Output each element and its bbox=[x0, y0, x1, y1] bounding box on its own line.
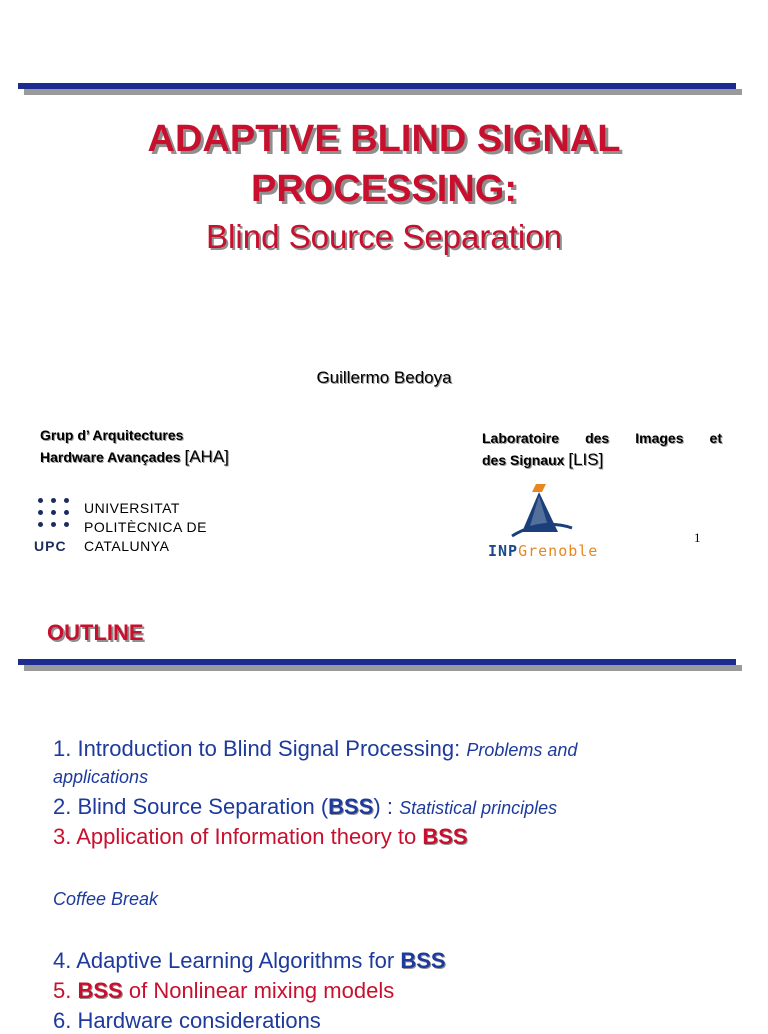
outline-item-2-note: Statistical principles bbox=[399, 798, 558, 818]
outline-item-4-bss: BSS bbox=[400, 948, 446, 973]
right-group-tag: [LIS] bbox=[568, 450, 604, 469]
outline-item-2-close: ) : bbox=[373, 794, 393, 819]
outline-item-5-num: 5. bbox=[53, 978, 72, 1003]
inp-grenoble-logo-icon bbox=[511, 484, 573, 538]
left-group-line-1: Grup d’ Arquitectures bbox=[40, 427, 184, 443]
outline-item-1-continuation: applications bbox=[53, 767, 149, 787]
outline-item-3-text: 3. Application of Information theory to bbox=[53, 824, 417, 849]
outline-item-2-bss: BSS bbox=[328, 794, 374, 819]
outline-rule-shadow bbox=[24, 665, 742, 671]
outline-item-3: 3. Application of Information theory to … bbox=[53, 824, 468, 850]
outline-item-1-text: 1. Introduction to Blind Signal Processi… bbox=[53, 736, 461, 761]
page-number: 1 bbox=[694, 530, 701, 545]
inp-label-part-1: INP bbox=[488, 542, 519, 560]
outline-item-4: 4. Adaptive Learning Algorithms for BSS bbox=[53, 948, 446, 974]
right-group-name: des Signaux bbox=[482, 452, 565, 468]
upc-abbr: UPC bbox=[34, 538, 67, 554]
outline-item-5-bss: BSS bbox=[77, 978, 123, 1003]
left-group-line-2: Hardware Avançades [AHA] bbox=[40, 446, 229, 468]
upc-name: UNIVERSITAT POLITÈCNICA DE CATALUNYA bbox=[84, 499, 207, 556]
outline-item-2-text: 2. Blind Source Separation ( bbox=[53, 794, 329, 819]
outline-item-1: 1. Introduction to Blind Signal Processi… bbox=[53, 736, 577, 762]
outline-item-2: 2. Blind Source Separation (BSS) : Stati… bbox=[53, 794, 557, 820]
upc-name-line-1: UNIVERSITAT bbox=[84, 500, 180, 516]
left-group-name: Hardware Avançades bbox=[40, 449, 181, 465]
author-name: Guillermo Bedoya bbox=[316, 368, 452, 387]
coffee-break: Coffee Break bbox=[53, 889, 159, 909]
outline-item-6: 6. Hardware considerations bbox=[53, 1008, 321, 1033]
upc-name-line-2: POLITÈCNICA DE bbox=[84, 519, 207, 535]
right-group-label: Laboratoire des Images et des Signaux [L… bbox=[482, 427, 722, 471]
left-group-label: Grup d’ Arquitectures Hardware Avançades… bbox=[40, 424, 229, 468]
outline-item-3-bss: BSS bbox=[422, 824, 468, 849]
outline-item-5-text: of Nonlinear mixing models bbox=[128, 978, 395, 1003]
subtitle: Blind Source Separation bbox=[206, 218, 562, 255]
left-group-tag: [AHA] bbox=[184, 447, 229, 466]
outline-item-4-text: 4. Adaptive Learning Algorithms for bbox=[53, 948, 395, 973]
outline-item-1-note: Problems and bbox=[466, 740, 578, 760]
title-line-2: PROCESSING: bbox=[250, 168, 518, 210]
inp-grenoble-label: INPGrenoble bbox=[488, 542, 598, 560]
right-group-line-2: des Signaux [LIS] bbox=[482, 449, 722, 471]
outline-heading: OUTLINE bbox=[47, 620, 144, 645]
outline-item-5: 5. BSS of Nonlinear mixing models bbox=[53, 978, 394, 1004]
inp-label-part-2: Grenoble bbox=[518, 542, 599, 560]
outline-rule bbox=[18, 659, 736, 665]
upc-name-line-3: CATALUNYA bbox=[84, 538, 170, 554]
title-line-1: ADAPTIVE BLIND SIGNAL bbox=[147, 118, 621, 160]
top-rule-shadow bbox=[24, 89, 742, 95]
right-group-line-1: Laboratoire des Images et bbox=[482, 430, 722, 446]
top-rule bbox=[18, 83, 736, 89]
